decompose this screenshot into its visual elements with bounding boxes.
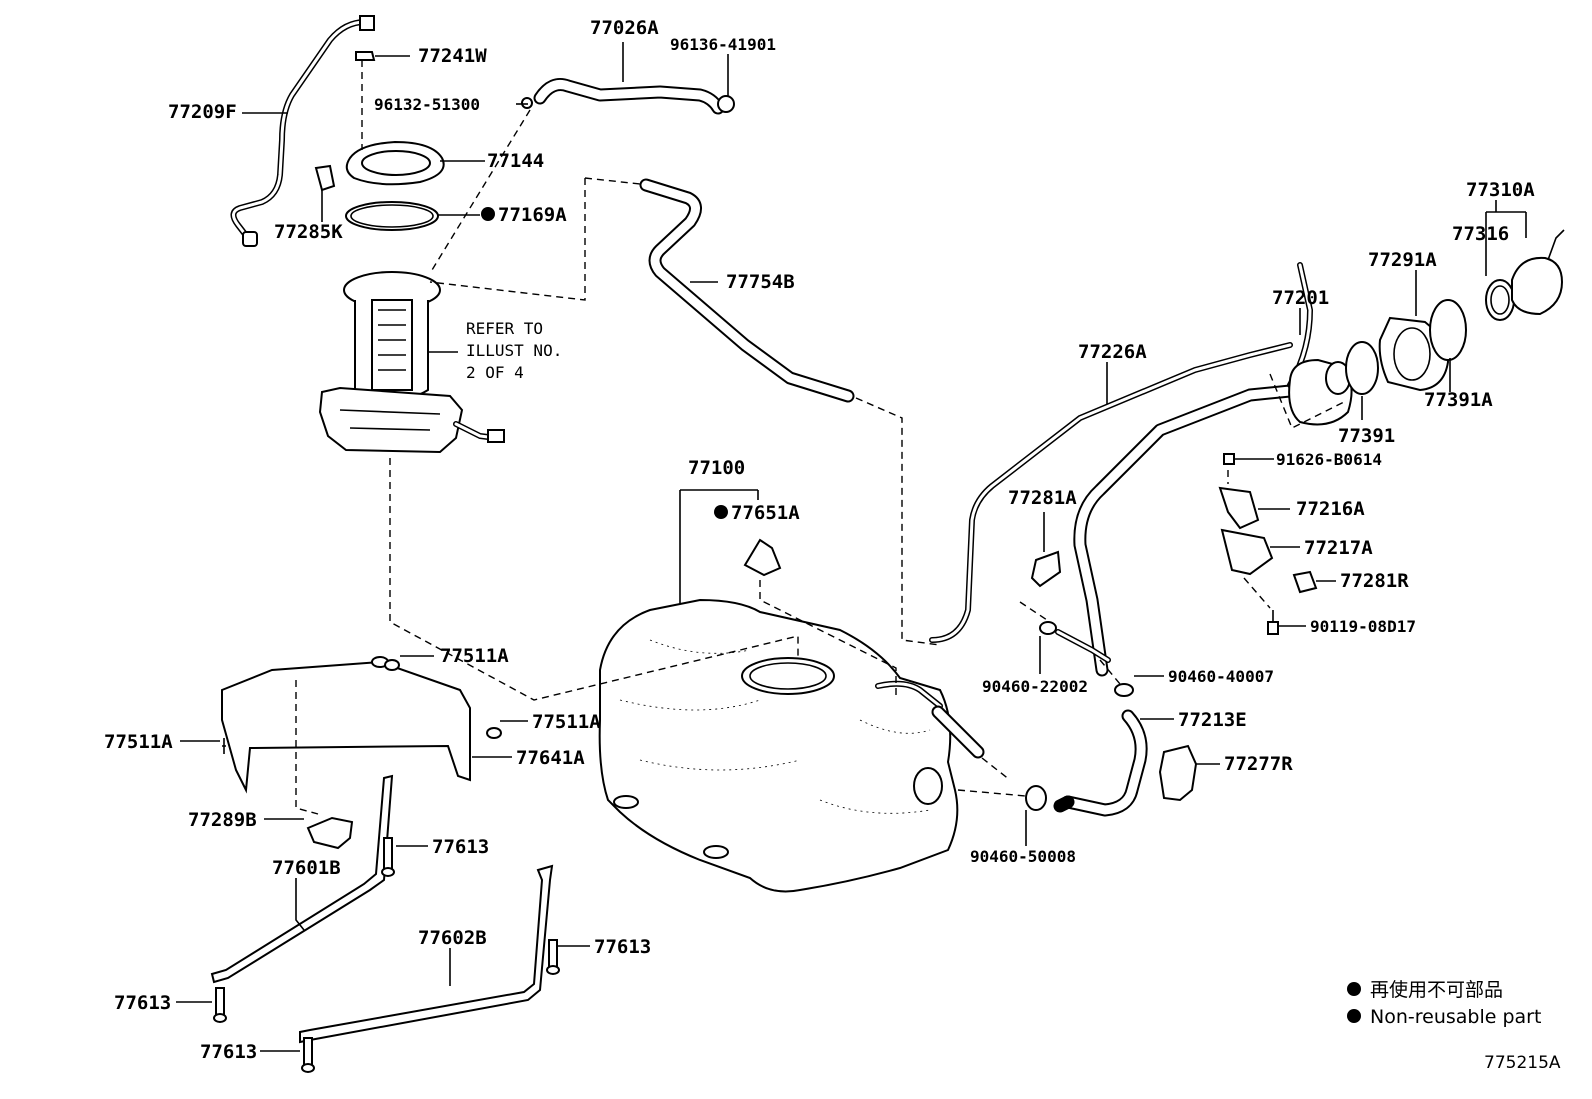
label-77281a: 77281A xyxy=(1008,487,1077,509)
fuel-tank-77100 xyxy=(598,598,985,893)
fuel-cap-77310a xyxy=(1511,229,1565,316)
label-77391a: 77391A xyxy=(1424,389,1493,411)
band-77602b xyxy=(299,864,554,1044)
label-90460-22002: 90460-22002 xyxy=(982,677,1088,696)
diagram-id: 775215A xyxy=(1484,1053,1561,1073)
label-77216a: 77216A xyxy=(1296,498,1365,520)
non-reusable-marker-77651a xyxy=(714,505,728,519)
bolt-77613-b xyxy=(546,939,560,975)
refer-note: REFER TO ILLUST NO. 2 OF 4 xyxy=(428,319,562,382)
hose-77754b xyxy=(639,178,855,403)
refer-note-line2: ILLUST NO. xyxy=(466,341,562,360)
label-77213e: 77213E xyxy=(1178,709,1247,731)
legend: 再使用不可部品 Non-reusable part xyxy=(1347,979,1541,1028)
label-77289b: 77289B xyxy=(188,809,257,831)
label-77316: 77316 xyxy=(1452,223,1509,245)
label-91626-b0614: 91626-B0614 xyxy=(1276,450,1382,469)
bolt-77613-d xyxy=(301,1037,315,1073)
fuel-pump-assembly xyxy=(318,271,505,454)
label-77613-d: 77613 xyxy=(200,1041,257,1063)
protector-77277r xyxy=(1158,744,1198,802)
retainer-ring-77144 xyxy=(345,140,445,186)
gasket-77391a xyxy=(1429,299,1467,361)
breather-pipe-77226a xyxy=(929,342,1293,643)
label-96136-41901: 96136-41901 xyxy=(670,35,776,54)
label-77511a-right: 77511A xyxy=(532,711,601,733)
ring-77316 xyxy=(1485,279,1515,321)
cushion-77651a xyxy=(743,538,782,577)
band-77601b xyxy=(210,774,394,984)
label-77026a: 77026A xyxy=(590,17,659,39)
part-labels: 77026A 96136-41901 77241W 77209F 96132-5… xyxy=(104,17,1535,1063)
label-77226a: 77226A xyxy=(1078,341,1147,363)
label-77201: 77201 xyxy=(1272,287,1329,309)
label-90460-40007: 90460-40007 xyxy=(1168,667,1274,686)
refer-note-line3: 2 OF 4 xyxy=(466,363,524,382)
label-77209f: 77209F xyxy=(168,101,237,123)
clip-77511a-top xyxy=(384,659,400,671)
clip-77289b xyxy=(306,816,354,850)
label-77602b: 77602B xyxy=(418,927,487,949)
assembly-dashed-lines xyxy=(295,60,1345,815)
clamp-90460-40007 xyxy=(1114,683,1134,697)
legend-bullet-icon xyxy=(1347,982,1361,996)
bolt-77613-a xyxy=(381,837,395,877)
legend-english: Non-reusable part xyxy=(1370,1006,1541,1028)
label-77641a: 77641A xyxy=(516,747,585,769)
hose-77213e xyxy=(1053,709,1148,817)
clip-77281r xyxy=(1292,570,1318,594)
label-77217a: 77217A xyxy=(1304,537,1373,559)
label-77511a-left: 77511A xyxy=(104,731,173,753)
label-77613-a: 77613 xyxy=(432,836,489,858)
clip-77241w xyxy=(355,51,376,61)
bolt-91626-b0614 xyxy=(1223,453,1235,465)
clip-77511a-right xyxy=(486,727,502,739)
leader-lines xyxy=(176,42,1527,1052)
bolt-90119-08d17 xyxy=(1267,610,1279,635)
label-77277r: 77277R xyxy=(1224,753,1293,775)
label-77613-b: 77613 xyxy=(594,936,651,958)
label-77613-c: 77613 xyxy=(114,992,171,1014)
label-77754b: 77754B xyxy=(726,271,795,293)
label-77169a: 77169A xyxy=(498,204,567,226)
clamp-90460-22002 xyxy=(1039,621,1111,663)
gasket-77391 xyxy=(1345,341,1379,395)
label-77100: 77100 xyxy=(688,457,745,479)
clamp-90460-50008 xyxy=(1025,785,1047,811)
non-reusable-marker-77169a xyxy=(481,207,495,221)
label-77310a: 77310A xyxy=(1466,179,1535,201)
legend-bullet-icon xyxy=(1347,1009,1361,1023)
label-77291a: 77291A xyxy=(1368,249,1437,271)
clip-77511a-left xyxy=(222,738,226,754)
legend-japanese: 再使用不可部品 xyxy=(1370,979,1503,1001)
bracket-77217a xyxy=(1220,528,1274,576)
hose-77026a xyxy=(521,78,735,115)
label-77281r: 77281R xyxy=(1340,570,1409,592)
label-90460-50008: 90460-50008 xyxy=(970,847,1076,866)
clip-77281a xyxy=(1030,550,1062,588)
label-77285k: 77285K xyxy=(274,221,343,243)
label-96132-51300: 96132-51300 xyxy=(374,95,480,114)
protector-plate-77641a xyxy=(221,656,471,794)
gasket-77169a xyxy=(345,201,439,231)
label-77144: 77144 xyxy=(487,150,544,172)
refer-note-line1: REFER TO xyxy=(466,319,543,338)
clip-77285k xyxy=(314,164,336,192)
label-77511a-top: 77511A xyxy=(440,645,509,667)
vapor-tube-77209f xyxy=(230,15,375,247)
label-77391: 77391 xyxy=(1338,425,1395,447)
label-77601b: 77601B xyxy=(272,857,341,879)
label-77241w: 77241W xyxy=(418,45,487,67)
label-90119-08d17: 90119-08D17 xyxy=(1310,617,1416,636)
bracket-77216a xyxy=(1218,486,1260,530)
filler-pipe-77201 xyxy=(1073,262,1353,677)
bolt-77613-c xyxy=(213,987,227,1023)
label-77651a: 77651A xyxy=(731,502,800,524)
